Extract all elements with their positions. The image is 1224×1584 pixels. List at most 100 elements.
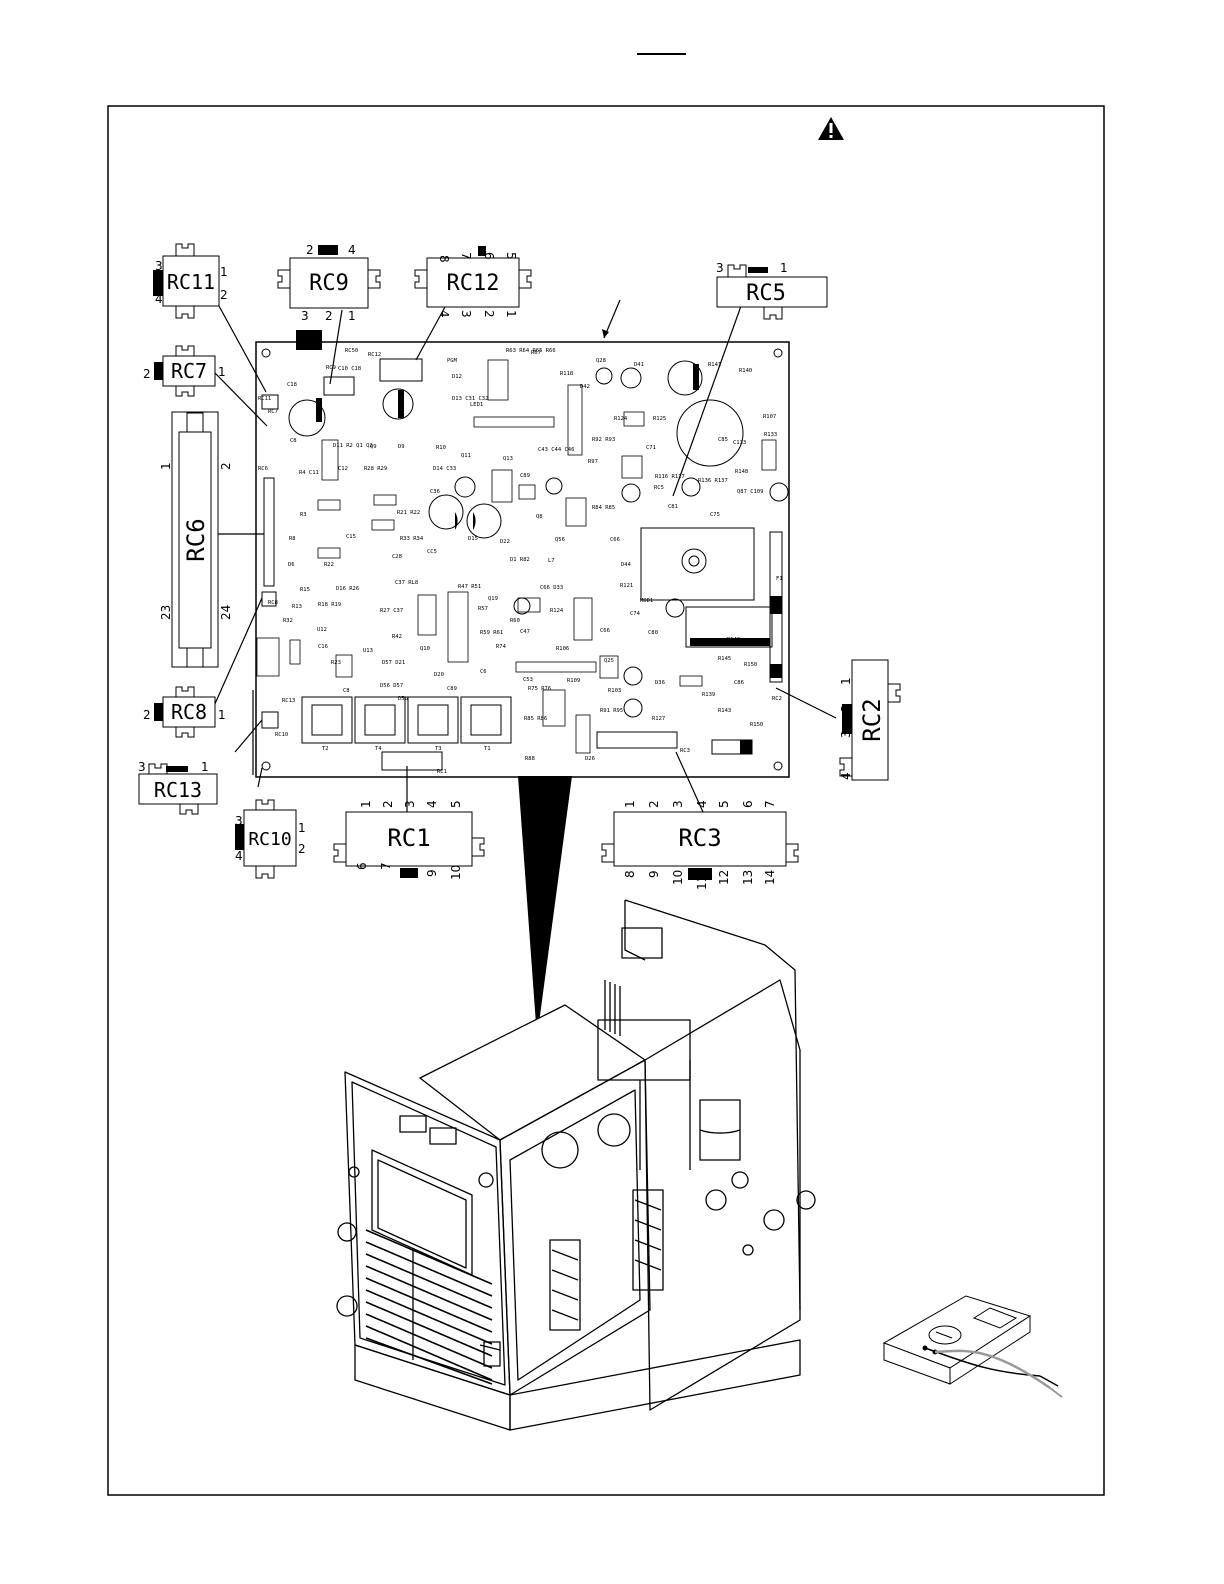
svg-text:D9: D9 [398, 444, 405, 450]
svg-text:R142: R142 [727, 637, 740, 643]
svg-text:R67: R67 [531, 350, 541, 356]
svg-text:C6: C6 [480, 669, 487, 675]
svg-text:R47 R51: R47 R51 [458, 584, 481, 590]
svg-text:3: 3 [716, 261, 724, 275]
svg-text:RC9: RC9 [326, 365, 336, 371]
svg-text:R88: R88 [525, 756, 535, 762]
svg-text:5: 5 [449, 800, 463, 808]
svg-text:R121: R121 [620, 583, 633, 589]
svg-text:CC5: CC5 [427, 549, 437, 555]
svg-text:RC6: RC6 [258, 466, 268, 472]
svg-text:1: 1 [780, 261, 788, 275]
svg-text:R59 R61: R59 R61 [480, 630, 503, 636]
svg-text:2: 2 [298, 842, 306, 856]
svg-text:T4: T4 [375, 746, 382, 752]
svg-text:U12: U12 [317, 627, 327, 633]
svg-text:Q56: Q56 [555, 537, 565, 543]
svg-text:R92 R93: R92 R93 [592, 437, 615, 443]
svg-text:4: 4 [155, 292, 163, 306]
svg-text:PGM: PGM [447, 358, 458, 364]
svg-text:RC8: RC8 [268, 600, 278, 606]
svg-text:Q13: Q13 [503, 456, 513, 462]
svg-text:C71: C71 [646, 445, 656, 451]
connector-rc2: RC2 1 2 3 4 [839, 659, 901, 781]
connector-rc13: RC13 3 1 [138, 760, 218, 815]
svg-text:R116 R117: R116 R117 [655, 474, 685, 480]
svg-text:R13: R13 [292, 604, 302, 610]
svg-text:1: 1 [623, 800, 637, 808]
svg-text:R4 C11: R4 C11 [299, 470, 319, 476]
svg-text:4: 4 [425, 800, 439, 808]
svg-text:2: 2 [143, 708, 151, 722]
svg-text:C8: C8 [290, 438, 297, 444]
pcb-location-pointer [518, 776, 572, 1038]
svg-text:1: 1 [159, 462, 173, 470]
svg-text:C75: C75 [710, 512, 720, 518]
svg-text:2: 2 [306, 243, 314, 257]
svg-text:R8: R8 [289, 536, 296, 542]
svg-text:3: 3 [459, 310, 473, 318]
svg-text:C86: C86 [734, 680, 744, 686]
svg-text:D26: D26 [585, 756, 595, 762]
svg-text:C66 D33: C66 D33 [540, 585, 563, 591]
svg-text:R139: R139 [702, 692, 715, 698]
svg-text:R145: R145 [718, 656, 731, 662]
svg-text:14: 14 [763, 870, 777, 885]
svg-text:3: 3 [138, 760, 146, 774]
svg-text:2: 2 [482, 310, 496, 318]
svg-text:5: 5 [504, 252, 518, 260]
svg-text:D42: D42 [580, 384, 590, 390]
svg-text:R23: R23 [331, 660, 341, 666]
svg-text:D1 R82: D1 R82 [510, 557, 530, 563]
connector-rc11: RC11 3 4 1 2 [153, 243, 228, 319]
svg-text:Q9: Q9 [370, 444, 377, 450]
svg-text:R63 R64 R65 R66: R63 R64 R65 R66 [506, 348, 556, 354]
svg-text:8: 8 [437, 255, 451, 263]
svg-text:3: 3 [839, 730, 853, 738]
connector-rc6: RC6 1 2 23 24 [159, 411, 233, 668]
svg-text:C85: C85 [718, 437, 728, 443]
svg-text:D13 C31 C32: D13 C31 C32 [452, 396, 488, 402]
svg-text:4: 4 [437, 310, 451, 318]
svg-text:C15: C15 [346, 534, 356, 540]
svg-text:11: 11 [695, 875, 709, 890]
connector-rc9: RC9 2 4 3 2 1 [277, 243, 381, 323]
svg-text:3: 3 [301, 309, 309, 323]
svg-text:RC7: RC7 [268, 409, 278, 415]
svg-text:3: 3 [235, 814, 243, 828]
svg-text:5: 5 [717, 800, 731, 808]
svg-text:R21 R22: R21 R22 [397, 510, 420, 516]
svg-text:R107: R107 [763, 414, 776, 420]
svg-text:9: 9 [647, 870, 661, 878]
svg-text:T2: T2 [322, 746, 329, 752]
svg-text:U13: U13 [363, 648, 373, 654]
svg-text:R148: R148 [735, 469, 748, 475]
svg-text:R150: R150 [750, 722, 763, 728]
svg-text:RC7: RC7 [171, 359, 207, 383]
svg-text:C8: C8 [343, 688, 350, 694]
connector-rc1: RC1 1 2 3 4 5 6 7 8 9 10 [333, 800, 485, 880]
svg-text:D6: D6 [288, 562, 295, 568]
svg-text:RC9: RC9 [309, 271, 349, 296]
svg-text:R22: R22 [324, 562, 334, 568]
svg-text:T1: T1 [484, 746, 491, 752]
svg-text:R33 R34: R33 R34 [400, 536, 424, 542]
svg-text:2: 2 [839, 704, 853, 712]
svg-text:D15: D15 [468, 536, 478, 542]
svg-text:10: 10 [449, 865, 463, 880]
svg-text:R136 R137: R136 R137 [698, 478, 728, 484]
svg-text:3: 3 [671, 800, 685, 808]
svg-text:D11 R2 Q1 Q2: D11 R2 Q1 Q2 [333, 443, 373, 449]
svg-text:2: 2 [381, 800, 395, 808]
svg-text:R60: R60 [510, 618, 520, 624]
svg-text:C12: C12 [338, 466, 348, 472]
svg-text:1: 1 [348, 309, 356, 323]
svg-text:R118: R118 [560, 371, 573, 377]
svg-text:4: 4 [695, 800, 709, 808]
pcb-silkscreen: RC50 RC12 PGM RC5 MOD1 RC9 C18 C10 C18 D… [258, 348, 783, 775]
svg-text:RC50: RC50 [345, 348, 358, 354]
svg-text:C47: C47 [520, 629, 530, 635]
svg-text:2: 2 [143, 367, 151, 381]
svg-text:C66: C66 [610, 537, 620, 543]
